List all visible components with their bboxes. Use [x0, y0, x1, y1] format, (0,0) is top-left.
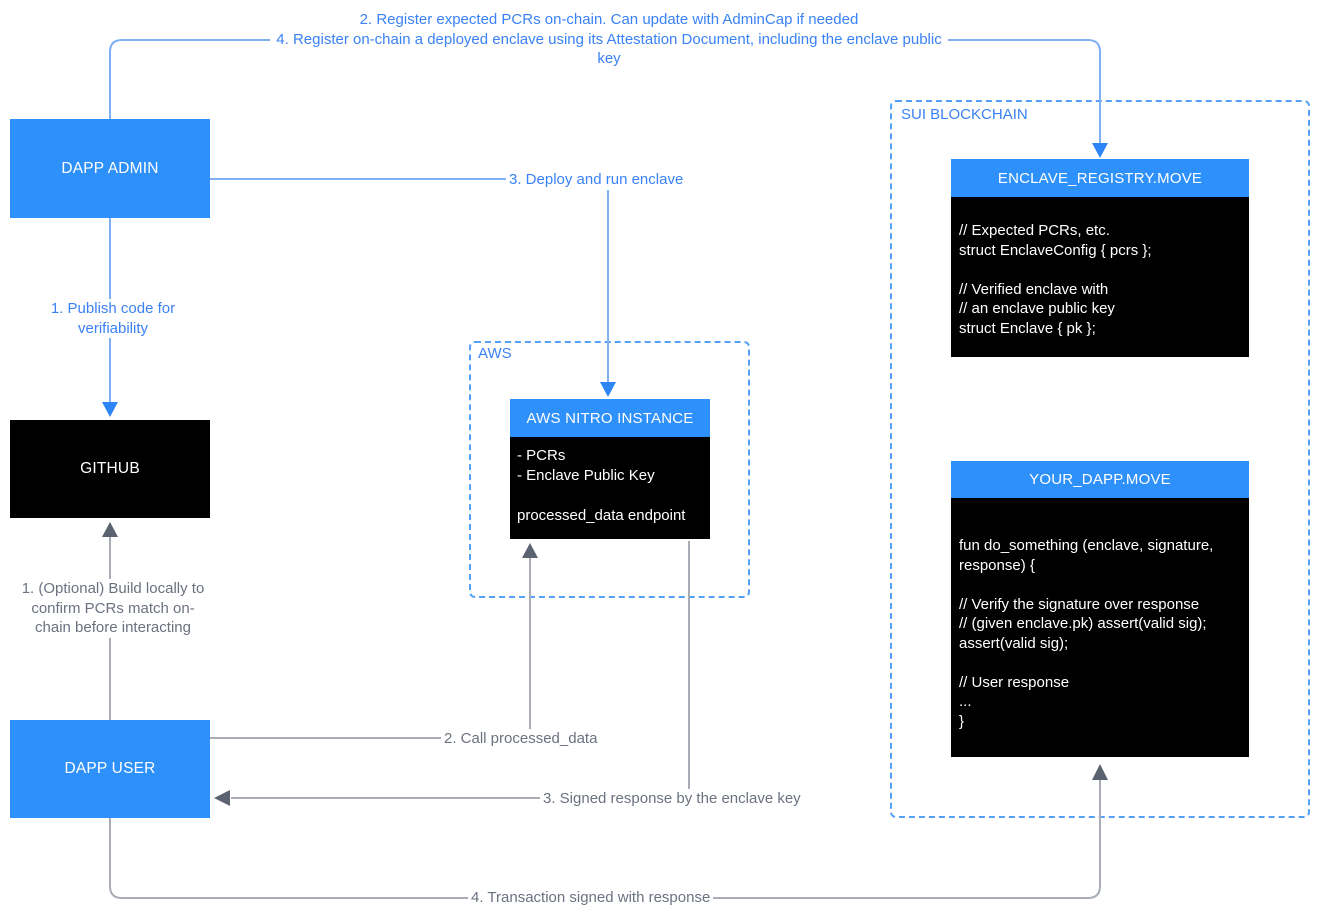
edge-label-publish-code: 1. Publish code for verifiability — [18, 299, 208, 338]
arrowhead-up-icon — [522, 543, 538, 558]
edge-user-to-yourdapp — [109, 764, 1108, 899]
node-enclave-registry-move: ENCLAVE_REGISTRY.MOVE // Expected PCRs, … — [951, 159, 1249, 357]
aws-region-label: AWS — [478, 345, 512, 362]
node-aws-nitro-instance: AWS NITRO INSTANCE - PCRs - Enclave Publ… — [510, 399, 710, 539]
edge-user-to-nitro — [210, 543, 538, 739]
arrowhead-left-icon — [214, 790, 230, 806]
edge-label-build-locally: 1. (Optional) Build locally to confirm P… — [14, 579, 212, 638]
node-enclave-registry-title: ENCLAVE_REGISTRY.MOVE — [951, 159, 1249, 197]
edge-nitro-to-user — [214, 541, 690, 806]
arrowhead-down-icon — [1092, 143, 1108, 158]
node-dapp-admin-label: DAPP ADMIN — [61, 159, 159, 177]
node-dapp-admin: DAPP ADMIN — [10, 119, 210, 218]
aws-region-border — [469, 341, 750, 598]
arrowhead-up-icon — [1092, 764, 1108, 780]
arrowhead-down-icon — [600, 382, 616, 397]
node-your-dapp-title: YOUR_DAPP.MOVE — [951, 461, 1249, 498]
node-enclave-registry-code: // Expected PCRs, etc. struct EnclaveCon… — [951, 197, 1249, 357]
edge-label-signed-response: 3. Signed response by the enclave key — [540, 789, 804, 809]
edge-label-register-onchain: 2. Register expected PCRs on-chain. Can … — [270, 10, 948, 69]
node-dapp-user: DAPP USER — [10, 720, 210, 818]
edge-label-transaction-signed: 4. Transaction signed with response — [468, 888, 714, 908]
node-dapp-user-label: DAPP USER — [64, 760, 156, 777]
node-aws-nitro-instance-body: - PCRs - Enclave Public Key processed_da… — [510, 437, 710, 539]
node-aws-nitro-instance-title: AWS NITRO INSTANCE — [510, 399, 710, 437]
node-your-dapp-code: fun do_something (enclave, signature, re… — [951, 498, 1249, 757]
edge-label-deploy-enclave: 3. Deploy and run enclave — [506, 170, 687, 190]
edge-label-register-pcrs: 2. Register expected PCRs on-chain. Can … — [359, 11, 859, 28]
node-github-label: GITHUB — [80, 460, 140, 477]
node-your-dapp-move: YOUR_DAPP.MOVE fun do_something (enclave… — [951, 461, 1249, 757]
sui-blockchain-region-label: SUI BLOCKCHAIN — [901, 106, 1028, 123]
node-github: GITHUB — [10, 420, 210, 518]
edge-label-register-enclave: 4. Register on-chain a deployed enclave … — [276, 30, 942, 68]
arrowhead-up-icon — [102, 522, 118, 537]
edge-label-call-processed-data: 2. Call processed_data — [441, 729, 601, 749]
edge-admin-to-nitro — [210, 178, 616, 397]
arrowhead-down-icon — [102, 402, 118, 417]
